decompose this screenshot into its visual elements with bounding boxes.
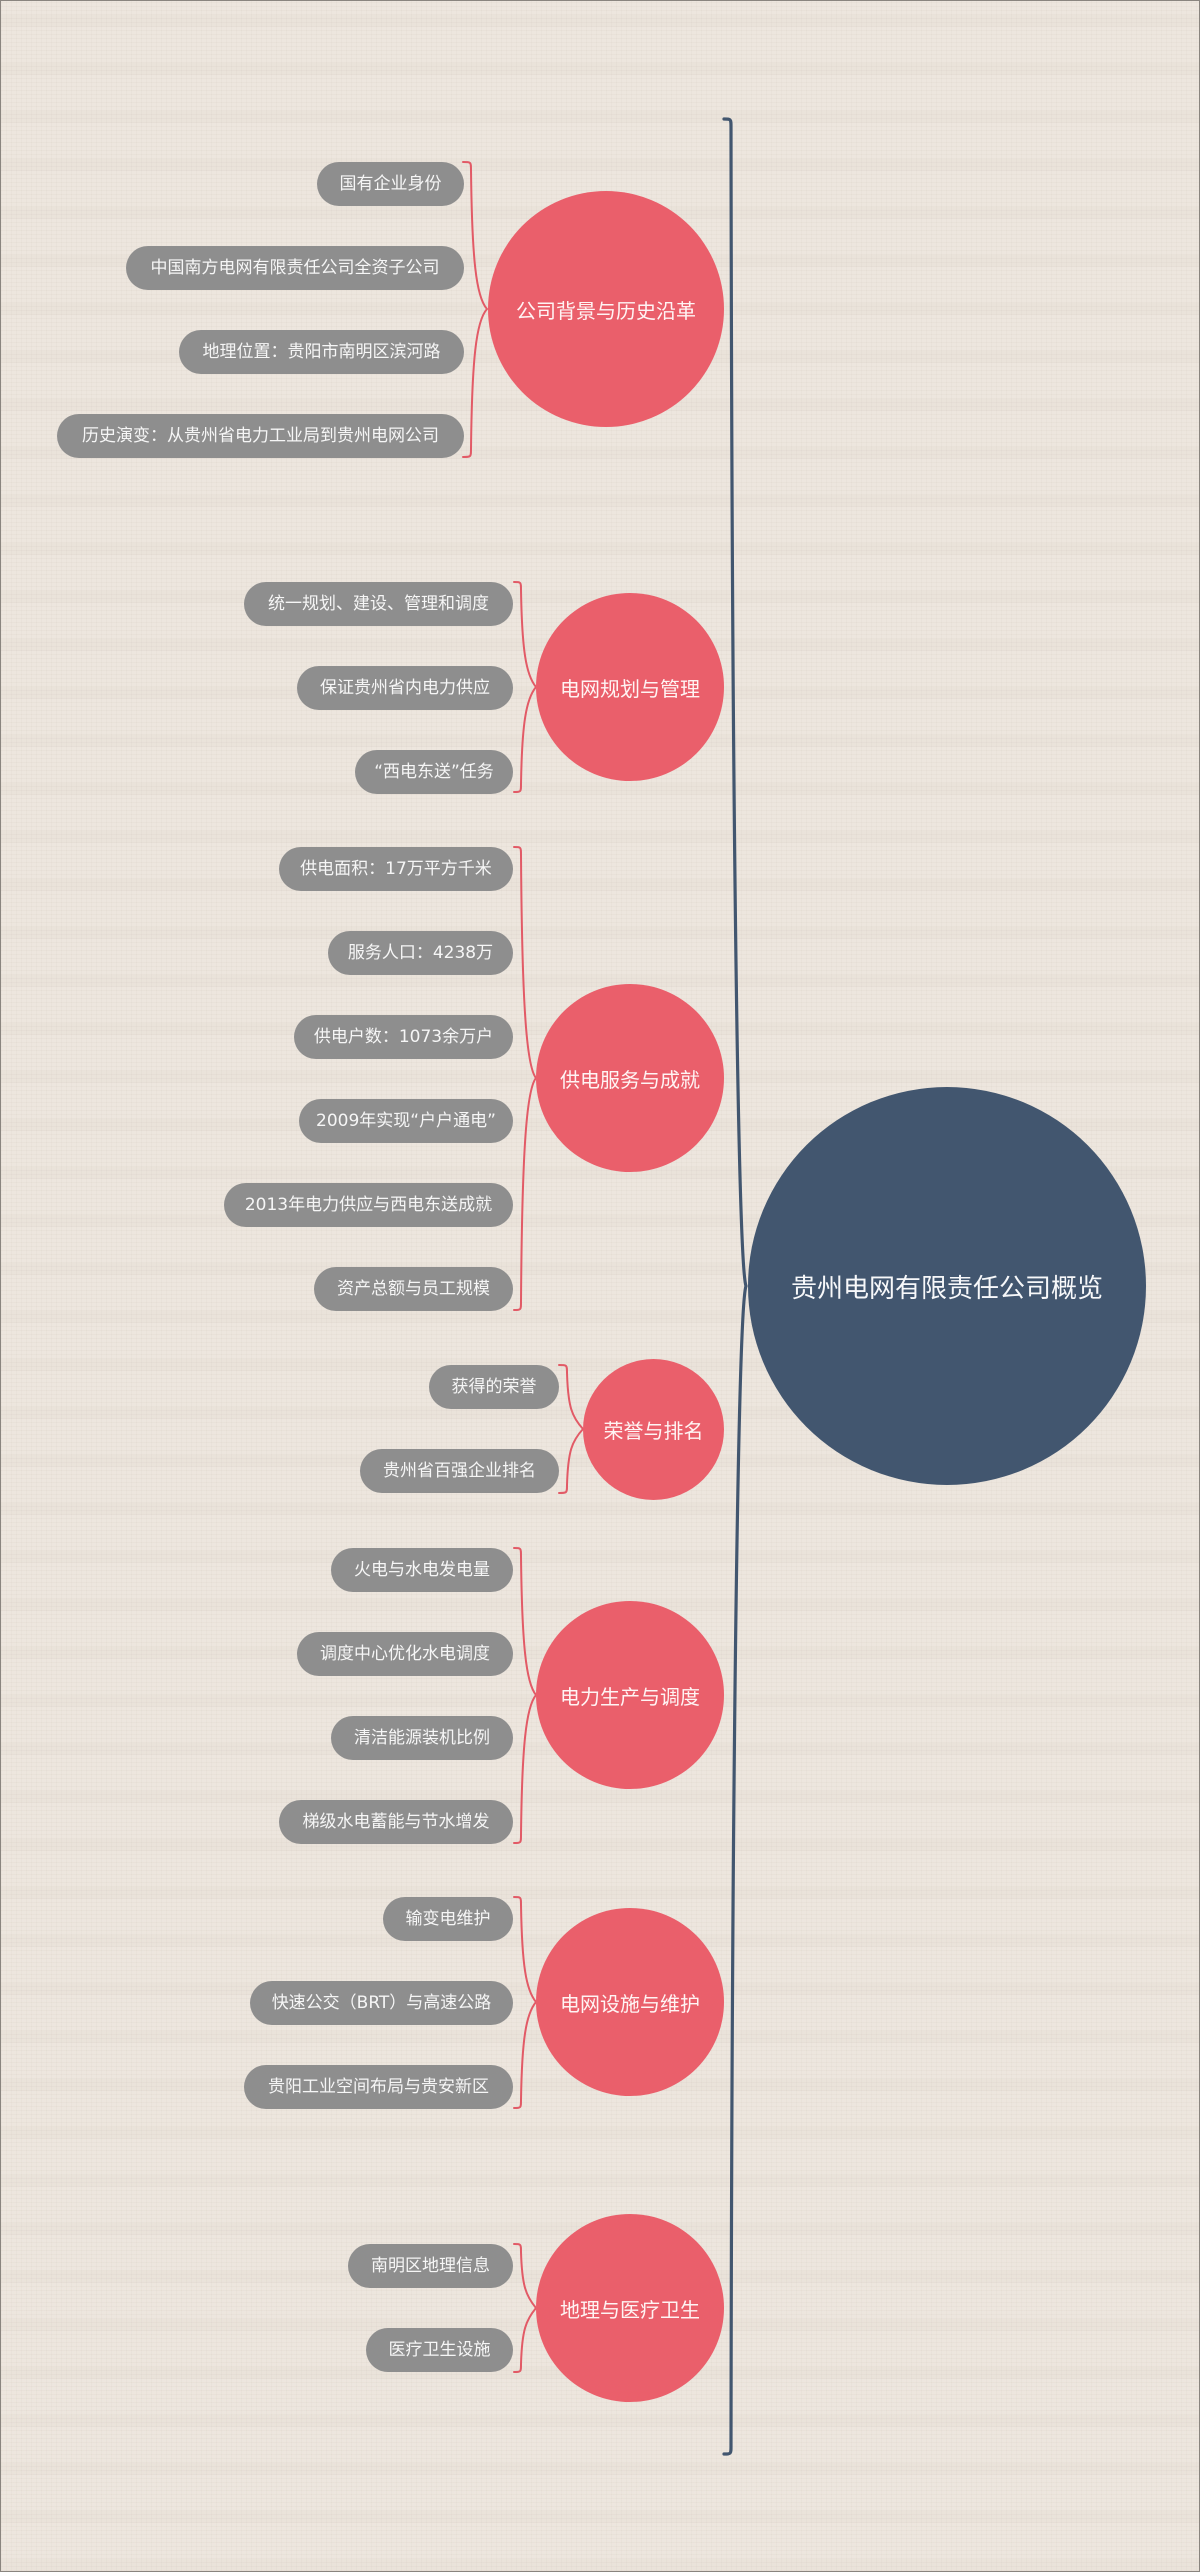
leaf-node: 国有企业身份: [317, 162, 464, 206]
branch-node-label: 地理与医疗卫生: [560, 2297, 700, 2322]
branch-3-brace-connector: [513, 846, 537, 1311]
branch-node-label: 电网设施与维护: [560, 1991, 700, 2016]
leaf-node: 南明区地理信息: [348, 2244, 513, 2288]
root-node-label: 贵州电网有限责任公司概览: [790, 1273, 1103, 1304]
leaf-node: 梯级水电蓄能与节水增发: [279, 1800, 513, 1844]
branch-node-label: 荣誉与排名: [603, 1419, 704, 1443]
leaf-node: 统一规划、建设、管理和调度: [244, 582, 513, 626]
leaf-node: 医疗卫生设施: [366, 2328, 513, 2372]
leaf-node: 供电面积：17万平方千米: [279, 847, 513, 891]
leaf-node: 火电与水电发电量: [331, 1548, 513, 1592]
leaf-node: 地理位置：贵阳市南明区滨河路: [179, 330, 464, 374]
branch-6-brace-connector: [513, 1896, 537, 2109]
branch-node-geography-health: 地理与医疗卫生: [536, 2214, 724, 2402]
branch-2-brace-connector: [513, 581, 537, 793]
leaf-node: 中国南方电网有限责任公司全资子公司: [126, 246, 464, 290]
root-brace-connector: [722, 117, 748, 2456]
branch-node-label: 电网规划与管理: [560, 676, 700, 701]
leaf-node: 2009年实现“户户通电”: [299, 1099, 513, 1143]
leaf-node: 资产总额与员工规模: [314, 1267, 513, 1311]
branch-node-grid-planning: 电网规划与管理: [536, 593, 724, 781]
branch-4-brace-connector: [558, 1364, 584, 1494]
branch-node-power-service: 供电服务与成就: [536, 984, 724, 1172]
branch-5-brace-connector: [513, 1547, 537, 1844]
leaf-node: 调度中心优化水电调度: [297, 1632, 513, 1676]
leaf-node: 快速公交（BRT）与高速公路: [250, 1981, 513, 2025]
branch-7-brace-connector: [513, 2243, 537, 2373]
leaf-node: 清洁能源装机比例: [331, 1716, 513, 1760]
leaf-node: 历史演变：从贵州省电力工业局到贵州电网公司: [57, 414, 464, 458]
branch-node-label: 公司背景与历史沿革: [516, 298, 696, 323]
branch-node-company-background: 公司背景与历史沿革: [488, 191, 724, 427]
branch-node-production-dispatch: 电力生产与调度: [536, 1601, 724, 1789]
leaf-node: 保证贵州省内电力供应: [297, 666, 513, 710]
branch-node-label: 电力生产与调度: [560, 1684, 700, 1709]
leaf-node: 输变电维护: [383, 1897, 513, 1941]
leaf-node: “西电东送”任务: [355, 750, 513, 794]
branch-node-facilities: 电网设施与维护: [536, 1908, 724, 2096]
leaf-node: 贵州省百强企业排名: [360, 1449, 559, 1493]
branch-node-label: 供电服务与成就: [560, 1067, 700, 1092]
branch-node-honors: 荣誉与排名: [583, 1359, 724, 1500]
leaf-node: 2013年电力供应与西电东送成就: [224, 1183, 513, 1227]
root-node: 贵州电网有限责任公司概览: [748, 1087, 1146, 1485]
leaf-node: 获得的荣誉: [429, 1365, 559, 1409]
branch-1-brace-connector: [462, 161, 488, 458]
leaf-node: 服务人口：4238万: [328, 931, 513, 975]
leaf-node: 供电户数：1073余万户: [294, 1015, 513, 1059]
leaf-node: 贵阳工业空间布局与贵安新区: [244, 2065, 513, 2109]
